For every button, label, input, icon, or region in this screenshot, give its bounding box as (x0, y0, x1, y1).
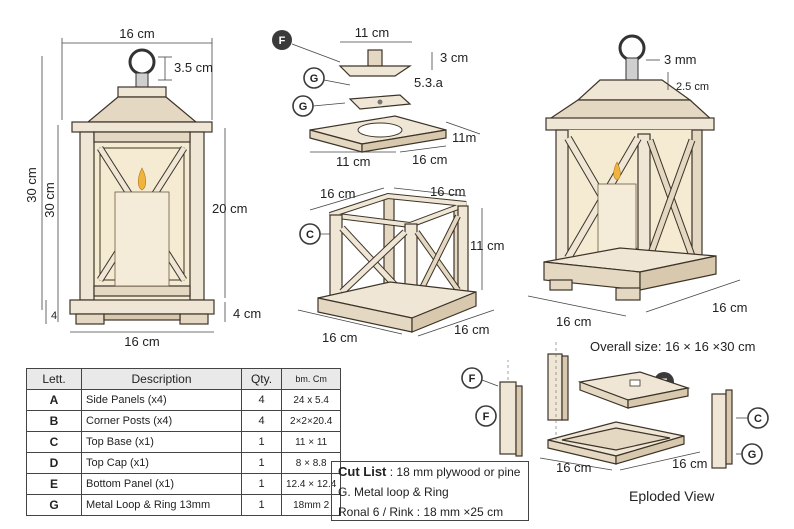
badge-g-loop: G (303, 67, 325, 89)
frame-height: 11 cm (470, 238, 504, 253)
row-qty: 1 (241, 431, 282, 453)
roof-parts-view: F G G 11 cm 3 cm 5.3.a 11m 11 cm (272, 25, 481, 169)
exploded-depth: 16 cm (672, 456, 707, 471)
hanging-ring-icon (128, 48, 156, 76)
exploded-view: F F F C G (461, 342, 769, 475)
roof-base-depth: 11m (452, 130, 476, 145)
assembled-bottom-right: 16 cm (712, 300, 747, 315)
assembled-bottom-left: 16 cm (556, 314, 591, 329)
cut-list-row-2: G. Metal loop & Ring (338, 485, 449, 499)
front-base-height-right: 4 cm (233, 306, 261, 321)
frame-top-left: 16 cm (320, 186, 355, 201)
row-qty: 1 (241, 452, 282, 474)
badge-g-cap: G (292, 95, 314, 117)
frame-bottom-right: 16 cm (454, 322, 489, 337)
table-row: D Top Cap (x1) 1 8 × 8.8 (26, 452, 342, 474)
parts-table: Lett. Description Qty. bm. Cm A Side Pan… (26, 368, 342, 516)
exploded-view-label: Eploded View (629, 488, 715, 504)
cut-list-row-1: Cut List : 18 mm plywood or pine (338, 462, 522, 482)
row-qty: 4 (241, 389, 282, 411)
front-height-inner: 30 cm (42, 182, 57, 217)
badge-f-roof: F (272, 30, 292, 50)
header-qty: Qty. (241, 368, 282, 390)
badge-c-exploded: C (747, 407, 769, 429)
badge-g-exploded: G (741, 443, 763, 465)
svg-text:G: G (310, 73, 319, 85)
svg-text:G: G (299, 101, 308, 113)
assembled-ring-height: 2.5 cm (676, 81, 709, 93)
svg-text:C: C (754, 413, 762, 425)
front-view: 16 cm 3.5 cm 30 cm 30 cm 20 cm 4 4 cm 16… (24, 26, 261, 349)
table-row: E Bottom Panel (x1) 1 12.4 × 12.4 (26, 473, 342, 495)
row-description: Bottom Panel (x1) (81, 473, 242, 495)
table-row: B Corner Posts (x4) 4 2×2×20.4 (26, 410, 342, 432)
row-description: Top Cap (x1) (81, 452, 242, 474)
front-height-outer: 30 cm (24, 167, 39, 202)
header-letter: Lett. (26, 368, 82, 390)
exploded-width: 16 cm (556, 460, 591, 475)
cut-list-title: Cut List (338, 464, 387, 479)
row-letter: E (26, 473, 82, 495)
assembled-ring-icon (618, 34, 646, 62)
svg-text:G: G (748, 449, 757, 461)
frame-view: C 16 cm 16 cm 11 cm 16 cm (297, 184, 504, 345)
cut-list-material: : 18 mm plywood or pine (389, 465, 521, 479)
assembled-candle (597, 183, 637, 257)
row-letter: C (26, 431, 82, 453)
overall-size-note: Overall size: 16 × 16 ×30 cm (590, 339, 756, 354)
roof-base-width2: 16 cm (412, 152, 447, 167)
cut-list-row-3: Ronal 6 / Rink : 18 mm ×25 cm (338, 505, 504, 519)
row-qty: 4 (241, 410, 282, 432)
roof-loop-size: 5.3.a (414, 75, 444, 90)
roof-cap-height: 3 cm (440, 50, 468, 65)
svg-text:F: F (469, 373, 476, 385)
row-letter: A (26, 389, 82, 411)
front-ring-height: 3.5 cm (174, 60, 213, 75)
roof-cap-width: 11 cm (355, 25, 389, 40)
front-width-bottom: 16 cm (124, 334, 159, 349)
row-letter: G (26, 494, 82, 516)
header-description: Description (81, 368, 242, 390)
assembled-view: 3 mm 2.5 cm 16 cm 16 cm (527, 34, 747, 329)
row-description: Corner Posts (x4) (81, 410, 242, 432)
svg-text:F: F (483, 411, 490, 423)
badge-f-exploded-2: F (475, 405, 497, 427)
row-letter: D (26, 452, 82, 474)
row-qty: 1 (241, 473, 282, 495)
flame-icon (137, 167, 147, 191)
frame-bottom-left: 16 cm (322, 330, 357, 345)
row-description: Side Panels (x4) (81, 389, 242, 411)
candle (114, 191, 170, 287)
roof-base-width: 11 cm (336, 154, 370, 169)
row-qty: 1 (241, 494, 282, 516)
front-base-height: 4 (51, 310, 57, 322)
header-size: bm. Cm (280, 368, 342, 390)
table-row: G Metal Loop & Ring 13mm 1 18mm 2 (26, 494, 342, 516)
row-size: 11 × 11 (280, 431, 342, 453)
row-description: Top Base (x1) (81, 431, 242, 453)
svg-text:C: C (306, 229, 314, 241)
table-row: A Side Panels (x4) 4 24 x 5.4 (26, 389, 342, 411)
row-letter: B (26, 410, 82, 432)
frame-top-right: 16 cm (430, 184, 465, 199)
row-size: 2×2×20.4 (280, 410, 342, 432)
row-size: 24 x 5.4 (280, 389, 342, 411)
front-panel-height: 20 cm (212, 201, 247, 216)
row-size: 18mm 2 (280, 494, 342, 516)
assembled-ring: 3 mm (664, 52, 697, 67)
svg-text:F: F (279, 35, 286, 47)
cut-list-box: Cut List : 18 mm plywood or pine G. Meta… (331, 461, 529, 521)
table-row: C Top Base (x1) 1 11 × 11 (26, 431, 342, 453)
row-description: Metal Loop & Ring 13mm (81, 494, 242, 516)
badge-c-frame: C (299, 223, 321, 245)
badge-f-exploded-1: F (461, 367, 483, 389)
assembled-flame-icon (613, 161, 621, 181)
parts-table-header: Lett. Description Qty. bm. Cm (26, 368, 342, 390)
front-width-top: 16 cm (119, 26, 154, 41)
